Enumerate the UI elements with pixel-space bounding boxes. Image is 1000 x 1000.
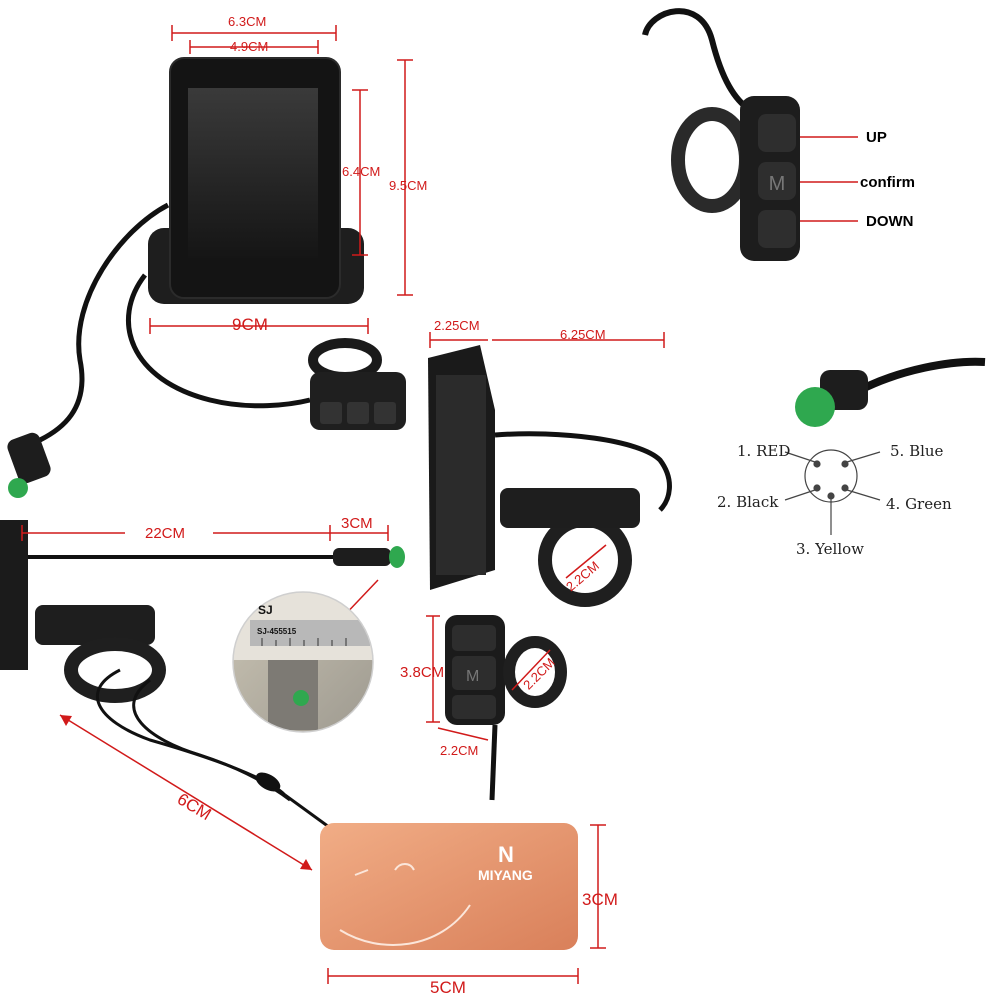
nfc-brand: MIYANG	[478, 867, 533, 883]
ruler-model: SJ-455515	[257, 627, 297, 636]
display-screen-width-label: 4.9CM	[230, 39, 268, 54]
lanyard-arrow-head-end	[300, 859, 312, 870]
nfc-mark: N	[498, 842, 514, 867]
remote-height-label: 3.8CM	[400, 664, 444, 681]
small-remote-right-key	[374, 402, 396, 424]
display-connector-tip	[8, 478, 28, 498]
ruler-brand: SJ	[258, 603, 273, 617]
remote-width-label: 2.2CM	[440, 743, 478, 758]
confirm-button-label: confirm	[860, 174, 915, 191]
pinout-connector-face	[795, 387, 835, 427]
side-view-ribs	[436, 375, 486, 575]
remote-front-cable	[489, 724, 498, 801]
remote-front-down-key	[452, 695, 496, 719]
nfc-lanyard	[96, 668, 341, 837]
lanyard-arrow-head-start	[60, 715, 72, 726]
left-mount-clamp	[64, 637, 166, 703]
remote-front-clamp	[503, 636, 567, 708]
small-remote-mode-key	[347, 402, 369, 424]
up-key	[758, 114, 796, 152]
extension-connector	[333, 548, 391, 566]
small-remote-left-key	[320, 402, 342, 424]
remote-front-mode-key	[452, 656, 496, 690]
pin-3-label: 3. Yellow	[796, 540, 864, 558]
display-screen-height-label: 6.4CM	[342, 164, 380, 179]
nfc-dimension-lines	[59, 714, 606, 984]
extension-connector-tip	[389, 546, 405, 568]
side-view-depth-label: 2.25CM	[434, 318, 480, 333]
nfc-height-label: 3CM	[582, 890, 618, 909]
display-dimension-lines	[149, 25, 413, 334]
display-dimension-labels: 6.3CM 4.9CM 6.4CM 9.5CM 9CM	[228, 14, 427, 334]
nfc-card	[320, 823, 578, 950]
up-button-label: UP	[866, 129, 887, 146]
display-screen	[188, 88, 318, 258]
mode-key-letter: M	[769, 173, 786, 195]
side-view-dimension-lines	[429, 332, 665, 579]
mode-key	[758, 162, 796, 200]
remote-cable	[126, 273, 311, 409]
pinout-diagram	[784, 449, 881, 535]
main-display-assembly	[7, 57, 364, 498]
side-view-assembly	[428, 345, 672, 607]
down-button-label: DOWN	[866, 213, 914, 230]
remote-front-up-key	[452, 625, 496, 651]
button-remote-assembly: M	[642, 8, 858, 261]
display-outer-width-label: 6.3CM	[228, 14, 266, 29]
side-view-cable	[494, 431, 672, 512]
connector-length-label: 3CM	[341, 515, 373, 532]
lanyard-length-label: 6CM	[174, 789, 215, 824]
pin-2-label: 2. Black	[717, 493, 779, 511]
cable-length-label: 22CM	[145, 525, 185, 542]
button-remote-clamp	[671, 107, 753, 213]
small-remote-clamp	[308, 338, 382, 382]
left-display-edge	[0, 520, 28, 670]
button-remote-cable	[642, 8, 752, 113]
display-outer-height-label: 9.5CM	[389, 178, 427, 193]
side-view-cable-length-label: 6.25CM	[560, 327, 606, 342]
nfc-width-label: 5CM	[430, 978, 466, 997]
pinout-cable	[858, 357, 986, 394]
side-view-clamp	[538, 513, 632, 607]
display-bracket-width-label: 9CM	[232, 315, 268, 334]
cable-dimension-lines	[21, 525, 389, 621]
remote-dimension-lines	[426, 615, 551, 741]
display-cable	[38, 202, 170, 443]
side-view-mount	[500, 488, 640, 528]
cable-mount-assembly	[0, 520, 405, 703]
left-mount-base	[35, 605, 155, 645]
pin-4-label: 4. Green	[886, 495, 952, 513]
display-connector	[7, 432, 51, 484]
nfc-card-face-art	[339, 863, 471, 946]
pin-1-label: 1. RED	[737, 442, 790, 460]
down-key	[758, 210, 796, 248]
remote-front-mode-letter: M	[466, 668, 479, 685]
small-remote-assembly	[308, 338, 406, 430]
ruler-photo-frame	[232, 591, 374, 733]
pin-5-label: 5. Blue	[890, 442, 944, 460]
remote-front-assembly: M	[445, 615, 567, 801]
pinout-connector-assembly	[795, 357, 986, 427]
